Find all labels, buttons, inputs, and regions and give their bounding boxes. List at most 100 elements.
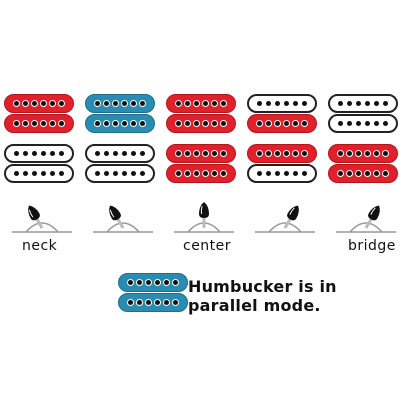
pole-piece-icon (137, 280, 142, 285)
pole-piece-icon (194, 121, 199, 126)
pole-piece-icon (284, 121, 289, 126)
switch-lever-icon (174, 202, 234, 233)
pole-piece-icon (14, 171, 19, 176)
pole-piece-icon (113, 101, 118, 106)
pole-piece-icon (356, 101, 361, 106)
pole-piece-icon (221, 101, 226, 106)
pole-piece-icon (203, 171, 208, 176)
pole-piece-icon (302, 121, 307, 126)
pole-piece-icon (95, 151, 100, 156)
pole-piece-icon (383, 151, 388, 156)
pole-piece-icon (137, 300, 142, 305)
pole-piece-icon (185, 121, 190, 126)
pole-piece-icon (257, 121, 262, 126)
pole-piece-icon (212, 171, 217, 176)
pole-piece-icon (164, 300, 169, 305)
pole-piece-icon (173, 300, 178, 305)
pole-piece-icon (221, 121, 226, 126)
pole-piece-icon (23, 171, 28, 176)
pole-piece-icon (50, 101, 55, 106)
pole-piece-icon (113, 171, 118, 176)
pole-piece-icon (266, 101, 271, 106)
pole-piece-icon (131, 121, 136, 126)
switch-lever-icon (12, 205, 72, 233)
red-coil (166, 144, 236, 163)
pole-piece-icon (266, 121, 271, 126)
pole-piece-icon (23, 121, 28, 126)
switch-base (12, 222, 72, 233)
pole-piece-icon (221, 171, 226, 176)
pole-piece-icon (50, 151, 55, 156)
pole-piece-icon (41, 151, 46, 156)
pole-piece-icon (212, 101, 217, 106)
pole-piece-icon (14, 151, 19, 156)
red-coil (328, 144, 398, 163)
white-coil (4, 144, 74, 163)
pole-piece-icon (185, 171, 190, 176)
pole-piece-icon (266, 171, 271, 176)
switch-lever (364, 205, 380, 229)
switch-base (255, 222, 315, 233)
pole-piece-icon (284, 151, 289, 156)
switch-lever (283, 205, 299, 229)
pole-piece-icon (23, 101, 28, 106)
pole-piece-icon (347, 151, 352, 156)
white-coil (328, 94, 398, 113)
switch-lever-icon (336, 205, 396, 233)
pole-piece-icon (194, 101, 199, 106)
pole-piece-icon (383, 101, 388, 106)
pole-piece-icon (155, 300, 160, 305)
pole-piece-icon (257, 171, 262, 176)
blue-coil (85, 94, 155, 113)
pole-piece-icon (155, 280, 160, 285)
white-coil (328, 114, 398, 133)
red-coil (166, 94, 236, 113)
white-coil (85, 144, 155, 163)
switch-lever-icon (255, 205, 315, 233)
pole-piece-icon (257, 101, 262, 106)
pole-piece-icon (59, 121, 64, 126)
pole-piece-icon (356, 171, 361, 176)
pole-piece-icon (365, 101, 370, 106)
pole-piece-icon (131, 101, 136, 106)
pole-piece-icon (338, 101, 343, 106)
pole-piece-icon (284, 171, 289, 176)
pole-piece-icon (302, 151, 307, 156)
pole-piece-icon (146, 280, 151, 285)
pole-piece-icon (302, 101, 307, 106)
pole-piece-icon (293, 171, 298, 176)
pole-piece-icon (338, 121, 343, 126)
red-coil (166, 114, 236, 133)
pole-piece-icon (293, 121, 298, 126)
legend-text: Humbucker is in parallel mode. (188, 277, 337, 315)
pole-piece-icon (374, 101, 379, 106)
pole-piece-icon (176, 121, 181, 126)
pole-piece-icon (374, 151, 379, 156)
position-label-bridge: bridge (348, 238, 396, 254)
pole-piece-icon (176, 171, 181, 176)
switch-base (336, 222, 396, 233)
pole-piece-icon (104, 151, 109, 156)
pole-piece-icon (32, 151, 37, 156)
pole-piece-icon (257, 151, 262, 156)
red-coil (166, 164, 236, 183)
pole-piece-icon (365, 171, 370, 176)
blue-coil (85, 114, 155, 133)
pole-piece-icon (365, 151, 370, 156)
pole-piece-icon (131, 151, 136, 156)
pole-piece-icon (176, 151, 181, 156)
pole-piece-icon (131, 171, 136, 176)
pole-piece-icon (50, 171, 55, 176)
pole-piece-icon (59, 171, 64, 176)
pole-piece-icon (95, 171, 100, 176)
white-coil (85, 164, 155, 183)
pole-piece-icon (374, 171, 379, 176)
pole-piece-icon (122, 171, 127, 176)
red-coil (4, 114, 74, 133)
pole-piece-icon (176, 101, 181, 106)
pole-piece-icon (140, 151, 145, 156)
pole-piece-icon (266, 151, 271, 156)
pole-piece-icon (374, 121, 379, 126)
pole-piece-icon (32, 121, 37, 126)
pole-piece-icon (41, 101, 46, 106)
